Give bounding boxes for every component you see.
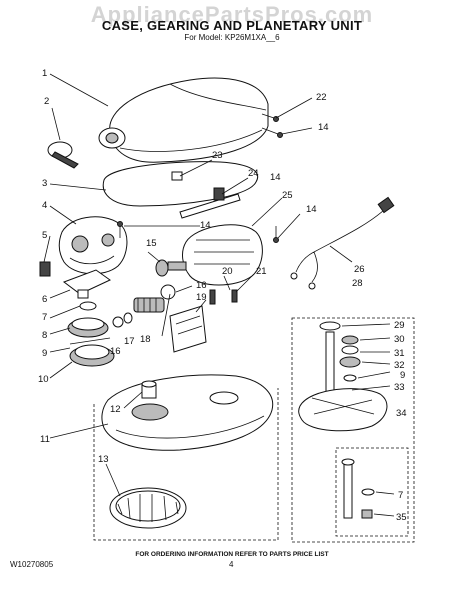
callout: 25 xyxy=(282,190,293,201)
callout: 14 xyxy=(200,220,211,231)
callout: 19 xyxy=(196,292,207,303)
callout: 22 xyxy=(316,92,327,103)
callout: 34 xyxy=(396,408,407,419)
callout: 26 xyxy=(354,264,365,275)
foot-ring-part xyxy=(109,487,187,529)
callout: 13 xyxy=(98,454,109,465)
watermark: AppliancePartsPros.com xyxy=(90,2,374,27)
callout: 30 xyxy=(394,334,405,345)
callout: 5 xyxy=(42,230,47,241)
callout: 4 xyxy=(42,200,47,211)
planetary-group-box xyxy=(291,317,415,543)
callout: 8 xyxy=(42,330,47,341)
callout: 6 xyxy=(42,294,47,305)
hub-parts xyxy=(39,261,111,311)
ordering-note: FOR ORDERING INFORMATION REFER TO PARTS … xyxy=(135,551,329,558)
callout: 17 xyxy=(124,336,135,347)
power-cord-part xyxy=(290,196,395,290)
planetary-unit-part xyxy=(298,321,388,519)
callout: 14 xyxy=(270,172,281,183)
callout: 7 xyxy=(398,490,403,501)
pedestal-part xyxy=(101,374,274,451)
pedestal-group-box xyxy=(93,388,279,541)
callout: 15 xyxy=(146,238,157,249)
worm-gear-parts xyxy=(112,284,176,328)
callout: 23 xyxy=(212,150,223,161)
callout: 14 xyxy=(306,204,317,215)
gear-parts xyxy=(67,317,115,367)
callout: 2 xyxy=(44,96,49,107)
bushing-part xyxy=(141,380,157,399)
callout: 32 xyxy=(394,360,405,371)
callout: 16 xyxy=(110,346,121,357)
callout: 16 xyxy=(196,280,207,291)
leader-lines xyxy=(43,73,395,517)
callout: 28 xyxy=(352,278,363,289)
model-subtitle: For Model: KP26M1XA__6 xyxy=(184,33,280,42)
planetary-subgroup-box xyxy=(335,447,409,537)
callout: 1 xyxy=(42,68,47,79)
callout: 10 xyxy=(38,374,49,385)
callout: 21 xyxy=(256,266,267,277)
motor-part xyxy=(155,224,263,286)
callout: 11 xyxy=(40,434,50,445)
callout: 7 xyxy=(42,312,47,323)
page-number: 4 xyxy=(229,560,234,569)
document-id: W10270805 xyxy=(10,560,54,569)
callout: 31 xyxy=(394,348,405,359)
cap-part xyxy=(47,141,79,169)
callout: 29 xyxy=(394,320,405,331)
callout: 18 xyxy=(140,334,151,345)
callout: 35 xyxy=(396,512,407,523)
callout: 33 xyxy=(394,382,405,393)
callout: 9 xyxy=(42,348,47,359)
diagram-title: CASE, GEARING AND PLANETARY UNIT xyxy=(101,18,363,33)
bracket-part xyxy=(171,171,241,219)
callout: 14 xyxy=(318,122,329,133)
gear-housing-part xyxy=(58,216,128,275)
callout: 24 xyxy=(248,168,259,179)
callout: 3 xyxy=(42,178,47,189)
motor-housing-part xyxy=(98,77,269,163)
callout: 9 xyxy=(400,370,405,381)
callout: 12 xyxy=(110,404,121,415)
callout: 20 xyxy=(222,266,233,277)
control-board-part xyxy=(169,305,207,353)
